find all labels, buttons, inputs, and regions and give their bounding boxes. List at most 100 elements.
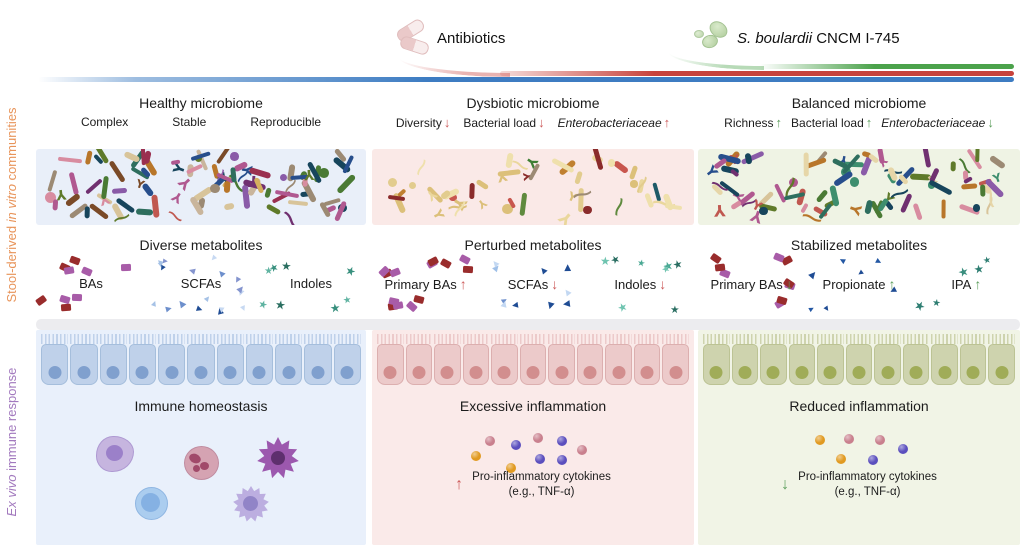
bacterium xyxy=(607,159,615,167)
epithelial-cell xyxy=(275,334,303,385)
metabolite-groups-healthy: BAs SCFAs▲▲▲▲▲▲▲▲▲▲▲▲▲▲▲▲▲▲ Indoles★★★★★… xyxy=(35,252,366,320)
cytokine-dot-purple xyxy=(898,444,908,454)
immune-panel-healthy: Immune homeostasis xyxy=(36,330,366,545)
epithelial-cell xyxy=(548,334,575,385)
metabolite-triangle: ▲ xyxy=(237,302,250,316)
bacterium xyxy=(941,199,946,219)
metabolite-arrow-down: ↓ xyxy=(785,276,793,292)
stat-richness: Richness↑ xyxy=(724,115,782,130)
epithelial-cell-body xyxy=(462,344,490,385)
cytokine-dot-purple xyxy=(868,455,878,465)
immune-cells xyxy=(36,330,366,545)
community-panel-healthy: YY~~YY~Y~Y~~YY~YY xyxy=(36,149,366,225)
metabolite-star: ★ xyxy=(329,300,342,316)
stat-arrow-up: ↑ xyxy=(663,115,671,130)
bacterium: Y xyxy=(474,196,490,212)
immune-title-reduced-inflammation: Reduced inflammation xyxy=(789,398,929,414)
cytokine-dot-pink xyxy=(844,434,854,444)
metabolite-triangle: ▲ xyxy=(559,297,574,311)
timeline-bar-control xyxy=(38,77,1014,82)
immune-panel-dysbiotic: Excessive inflammation ↑ Pro-inflammator… xyxy=(372,330,694,545)
metabolite-rect xyxy=(63,265,75,274)
community-panel-dysbiotic: YYYYY~~Y~YYY~~~~~ xyxy=(372,149,694,225)
bacterium xyxy=(803,152,809,177)
metabolite-triangle: ▲ xyxy=(216,305,227,317)
epithelial-cell xyxy=(760,334,787,385)
cytokine-dot-purple xyxy=(511,440,521,450)
metabolite-label: SCFAs xyxy=(507,277,549,292)
metabolite-star: ★ xyxy=(671,257,685,272)
bacterium xyxy=(630,180,638,188)
epithelial-cell xyxy=(845,334,873,385)
exvivo-label-italic: Ex vivo xyxy=(4,474,19,517)
metabolite-group-label: Indoles xyxy=(256,276,366,291)
bacterium xyxy=(319,168,330,178)
epithelial-nucleus xyxy=(612,366,626,379)
metabolite-triangle: ▲ xyxy=(835,254,849,268)
metabolite-arrow-up: ↑ xyxy=(888,276,896,292)
stat-bacterial-load: Bacterial load↑ xyxy=(791,115,872,130)
bacterium: ~ xyxy=(568,181,597,208)
bacterium xyxy=(84,205,90,219)
metabolite-triangle: ▲ xyxy=(200,291,214,306)
microvilli xyxy=(874,334,901,344)
bacterium: ~ xyxy=(162,202,190,225)
bacterium xyxy=(788,177,799,188)
bacterium xyxy=(960,183,978,191)
bacterium xyxy=(849,177,859,187)
microvilli xyxy=(817,334,844,344)
epithelial-cell xyxy=(731,334,759,385)
dendritic-cell2-icon xyxy=(233,486,269,522)
bacterium: Y xyxy=(429,206,447,222)
microvilli xyxy=(662,334,690,344)
metabolite-rect xyxy=(439,257,452,269)
epithelial-nucleus xyxy=(469,366,483,379)
epithelial-nucleus xyxy=(966,366,980,379)
epithelial-cell-body xyxy=(731,344,759,385)
epithelial-cell xyxy=(245,334,274,385)
neutrophil-nucleus-lobe xyxy=(200,462,209,470)
metabolite-star: ★ xyxy=(256,297,269,313)
epithelial-nucleus xyxy=(909,366,923,379)
metabolite-star: ★ xyxy=(615,301,630,316)
microvilli xyxy=(333,334,361,344)
neutrophil-nucleus-lobe xyxy=(193,465,200,472)
bacterium xyxy=(223,203,235,211)
epithelial-cell-body xyxy=(128,344,157,385)
immune-title-homeostasis: Immune homeostasis xyxy=(134,398,268,414)
metabolite-triangle: ▲ xyxy=(562,261,574,274)
metabolite-group-scfas: SCFAs↓▲▲▲▲▲▲▲▲▲▲ xyxy=(479,254,586,320)
epithelial-cell-body xyxy=(70,344,98,385)
epithelial-cell-body xyxy=(605,344,632,385)
epithelial-cell xyxy=(817,334,844,385)
cytokine-dot-pink xyxy=(485,436,495,446)
epithelial-cell xyxy=(788,334,816,385)
stat-label: Enterobacteriaceae xyxy=(557,115,662,130)
epithelial-cell-body xyxy=(187,344,215,385)
dendritic2-nucleus xyxy=(243,496,258,511)
microbiome-stats-balanced: Richness↑ Bacterial load↑ Enterobacteria… xyxy=(698,115,1020,130)
epithelial-cell xyxy=(99,334,127,385)
epithelial-nucleus xyxy=(738,366,752,379)
bacterium xyxy=(816,189,829,204)
metabolite-star: ★ xyxy=(911,296,929,315)
bacterium xyxy=(988,155,1006,170)
epithelial-cell-body xyxy=(760,344,787,385)
cytokine-up-arrow: ↑ xyxy=(455,475,464,493)
metabolite-group-propionate: Propionate↑▲▲▲▲▲▲▲ xyxy=(804,254,912,320)
cytokine-dot-pink xyxy=(533,433,543,443)
bacterium: Y xyxy=(844,201,864,217)
stat-reproducible: Reproducible xyxy=(250,115,321,129)
epithelial-nucleus xyxy=(555,366,569,379)
epithelial-cell xyxy=(405,334,433,385)
bacterium xyxy=(230,152,239,161)
metabolite-group-label: IPA↑ xyxy=(913,276,1020,292)
cytokine-dot-orange xyxy=(506,463,516,473)
cytokine-down-arrow: ↓ xyxy=(781,475,790,493)
metabolite-label: BAs xyxy=(79,276,103,291)
metabolite-rect xyxy=(35,294,48,306)
metabolites-title-diverse: Diverse metabolites xyxy=(139,237,263,253)
metabolite-triangle: ▲ xyxy=(509,299,522,311)
epithelial-nucleus xyxy=(383,366,397,379)
stat-label: Diversity xyxy=(395,115,442,130)
